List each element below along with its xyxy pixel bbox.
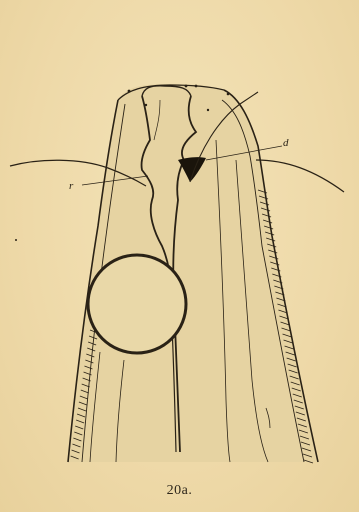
- label-r: r: [69, 181, 73, 192]
- seta-right: [256, 160, 344, 192]
- label-d: d: [283, 138, 289, 149]
- speck: [15, 239, 17, 241]
- amphid-circle: [88, 255, 186, 353]
- figure-caption: 20a.: [0, 483, 359, 499]
